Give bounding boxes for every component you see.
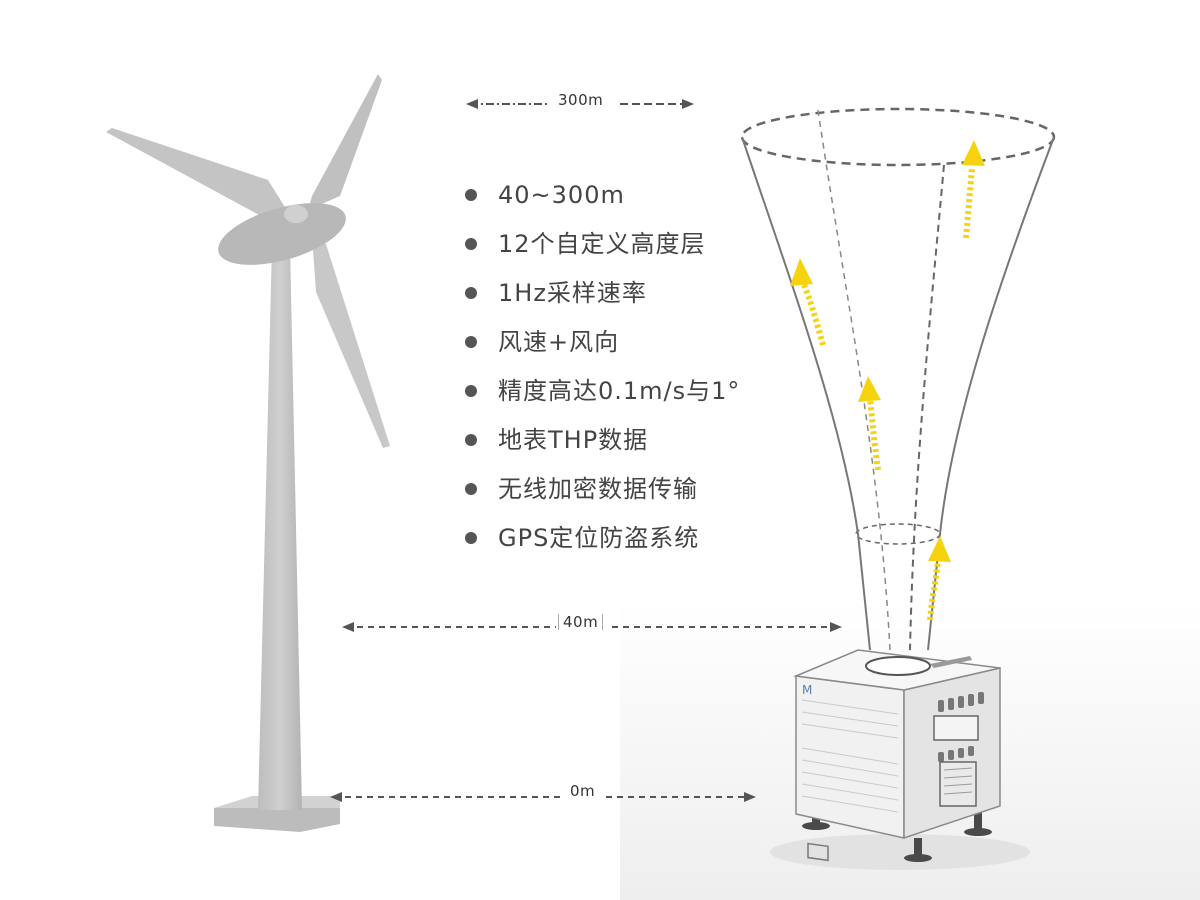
dimension-label-300m: 300m — [554, 92, 608, 108]
turbine-hub — [284, 205, 308, 223]
feature-item: GPS定位防盗系统 — [460, 519, 740, 568]
feature-item: 12个自定义高度层 — [460, 225, 740, 274]
bullet-icon — [465, 385, 477, 397]
bullet-icon — [465, 336, 477, 348]
feature-item: 风速+风向 — [460, 323, 740, 372]
turbine-nacelle — [218, 203, 346, 265]
feature-text: 风速+风向 — [498, 328, 620, 356]
bullet-icon — [465, 483, 477, 495]
feature-text: 40~300m — [498, 181, 625, 209]
turbine-tower — [258, 245, 302, 810]
bullet-icon — [465, 287, 477, 299]
turbine-blade-left — [106, 128, 288, 222]
feature-item: 40~300m — [460, 176, 740, 225]
measurement-cone — [740, 107, 1056, 651]
feature-text: 精度高达0.1m/s与1° — [498, 377, 741, 405]
feature-text: 无线加密数据传输 — [498, 475, 698, 503]
feature-item: 1Hz采样速率 — [460, 274, 740, 323]
turbine-base — [214, 808, 340, 832]
feature-list: 40~300m 12个自定义高度层 1Hz采样速率 风速+风向 精度高达0.1m… — [460, 176, 740, 568]
bullet-icon — [465, 532, 477, 544]
dimension-label-40m: 40m — [558, 614, 604, 630]
wind-turbine-illustration — [106, 74, 390, 832]
turbine-blade-up — [308, 74, 382, 210]
dimension-label-0m: 0m — [566, 783, 600, 799]
device-logo: M — [802, 683, 812, 697]
bullet-icon — [465, 434, 477, 446]
lidar-device-illustration: M — [770, 649, 1030, 870]
feature-item: 无线加密数据传输 — [460, 470, 740, 519]
feature-text: 1Hz采样速率 — [498, 279, 647, 307]
yellow-up-arrow-icon — [790, 140, 985, 621]
turbine-blade-down — [312, 236, 390, 448]
bullet-icon — [465, 238, 477, 250]
feature-item: 地表THP数据 — [460, 421, 740, 470]
feature-text: GPS定位防盗系统 — [498, 524, 700, 552]
feature-item: 精度高达0.1m/s与1° — [460, 372, 740, 421]
dimension-arrowheads — [330, 99, 842, 802]
feature-text: 地表THP数据 — [498, 426, 649, 454]
bullet-icon — [465, 189, 477, 201]
dimension-lines — [334, 103, 838, 798]
feature-text: 12个自定义高度层 — [498, 230, 706, 258]
